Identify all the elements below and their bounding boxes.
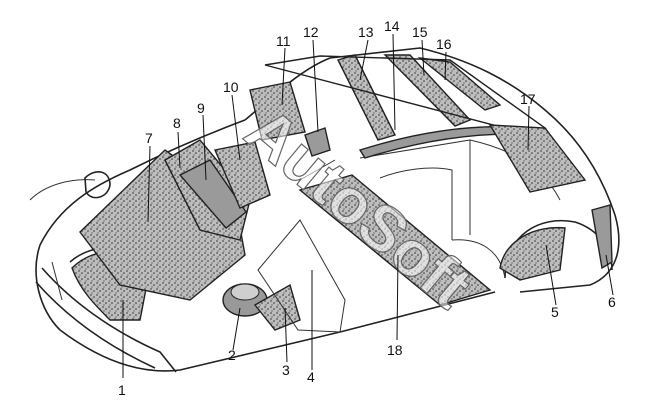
panel-10-dash	[214, 141, 271, 209]
panel-11-roof-front	[249, 81, 306, 141]
callout-16: 16	[436, 36, 452, 52]
callout-12: 12	[303, 24, 319, 40]
callout-18: 18	[387, 342, 403, 358]
callout-14: 14	[384, 18, 400, 34]
callout-11: 11	[276, 33, 291, 49]
callout-15: 15	[412, 24, 428, 40]
callout-2: 2	[228, 347, 236, 363]
panel-17-rear-shelf	[488, 124, 587, 193]
callout-17: 17	[520, 91, 536, 107]
panel-18-main-floor-mat	[298, 174, 492, 306]
callout-6: 6	[608, 294, 616, 310]
panel-5-wheel-arch-liner	[499, 226, 566, 281]
callout-7: 7	[145, 130, 153, 146]
callout-13: 13	[358, 24, 374, 40]
callout-labels: 1 2 3 4 5 6 7 8 9 10 11 12 13 14 15 16 1…	[118, 18, 616, 398]
callout-9: 9	[197, 100, 205, 116]
callout-10: 10	[223, 79, 239, 95]
panel-4-floor-pan	[257, 219, 346, 333]
callout-3: 3	[282, 362, 290, 378]
callout-8: 8	[173, 115, 181, 131]
callout-1: 1	[118, 382, 126, 398]
panel-8-9-bulkhead	[164, 139, 251, 241]
leader-lines	[122, 33, 614, 378]
panel-3-floor-front	[253, 283, 301, 331]
callout-5: 5	[551, 304, 559, 320]
callout-4: 4	[307, 369, 315, 385]
roof-strips-13-16	[264, 54, 550, 159]
part-6-bracket	[591, 204, 613, 270]
